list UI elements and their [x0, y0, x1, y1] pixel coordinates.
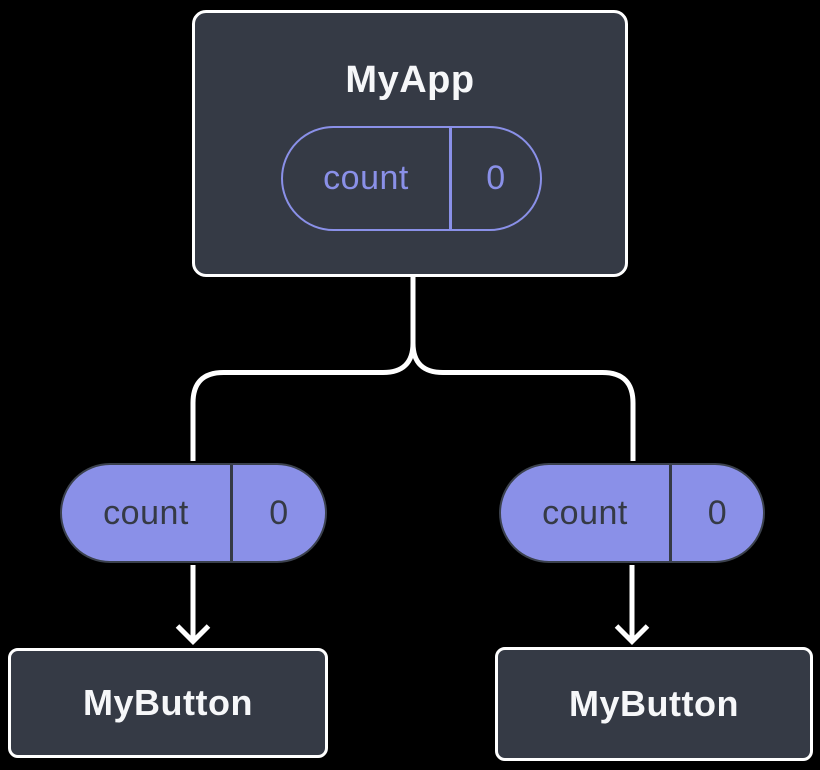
prop-value-label-left: 0 — [269, 493, 289, 532]
state-pill-divider — [449, 128, 452, 229]
state-name-label: count — [323, 159, 409, 197]
mybutton-card-right: MyButton — [495, 647, 813, 761]
prop-pill-right: count 0 — [499, 463, 765, 563]
state-value-label: 0 — [486, 159, 506, 197]
arrow-right-head — [614, 624, 650, 646]
arrow-left-head — [175, 624, 211, 646]
mybutton-title-left: MyButton — [83, 682, 253, 723]
prop-value-label-right: 0 — [707, 493, 727, 532]
state-pill: count 0 — [281, 126, 542, 231]
myapp-title: MyApp — [345, 59, 475, 101]
prop-pill-left: count 0 — [60, 463, 327, 563]
prop-pill-divider-left — [230, 465, 233, 561]
mybutton-title-right: MyButton — [569, 683, 739, 724]
branch-right-line — [410, 277, 636, 461]
prop-name-label-left: count — [103, 493, 189, 532]
myapp-card: MyApp count 0 — [192, 10, 628, 277]
prop-name-label-right: count — [542, 493, 628, 532]
branch-left-line — [190, 277, 416, 461]
mybutton-card-left: MyButton — [8, 648, 328, 758]
prop-pill-divider-right — [669, 465, 672, 561]
